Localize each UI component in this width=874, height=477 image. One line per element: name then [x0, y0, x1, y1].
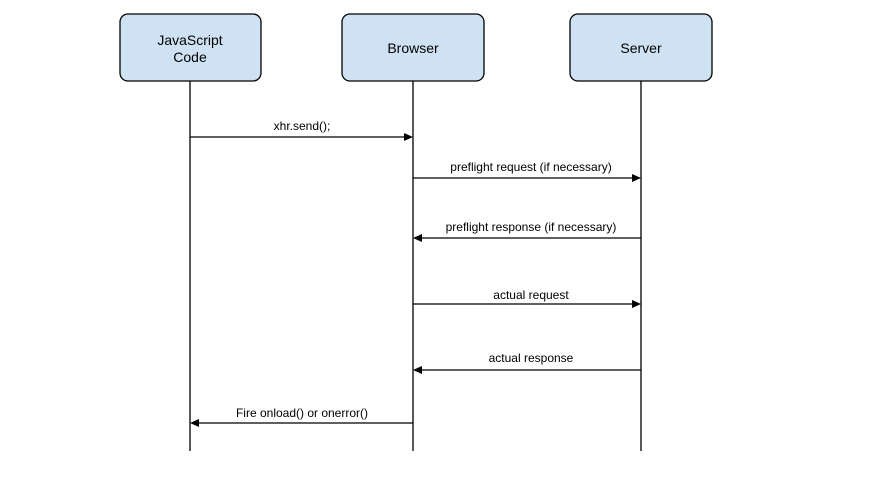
participant-label: Server: [620, 40, 662, 56]
message-preflight-request: preflight request (if necessary): [413, 160, 641, 182]
arrowhead-left-icon: [190, 419, 199, 427]
participant-label: Browser: [387, 40, 439, 56]
participant-box: [341, 13, 485, 82]
message-label: Fire onload() or onerror(): [236, 406, 368, 420]
participant-browser: Browser: [341, 13, 485, 82]
participant-box: [119, 13, 262, 82]
message-fire-onload: Fire onload() or onerror(): [190, 406, 413, 427]
message-preflight-response: preflight response (if necessary): [413, 220, 641, 242]
message-xhr-send: xhr.send();: [190, 119, 413, 141]
message-label: xhr.send();: [274, 119, 331, 133]
arrowhead-right-icon: [632, 300, 641, 308]
arrowhead-left-icon: [413, 234, 422, 242]
message-actual-request: actual request: [413, 288, 641, 308]
message-label: preflight request (if necessary): [450, 160, 611, 174]
participant-label-line-1: JavaScript: [157, 32, 222, 48]
participant-label-line-2: Code: [173, 49, 207, 65]
participant-javascript-code: JavaScript Code: [119, 13, 262, 82]
message-label: actual request: [493, 288, 569, 302]
message-label: actual response: [489, 351, 574, 365]
arrowhead-left-icon: [413, 366, 422, 374]
participant-box: [569, 13, 713, 82]
arrowhead-right-icon: [632, 174, 641, 182]
message-actual-response: actual response: [413, 351, 641, 374]
arrowhead-right-icon: [404, 133, 413, 141]
message-label: preflight response (if necessary): [446, 220, 617, 234]
participant-server: Server: [569, 13, 713, 82]
